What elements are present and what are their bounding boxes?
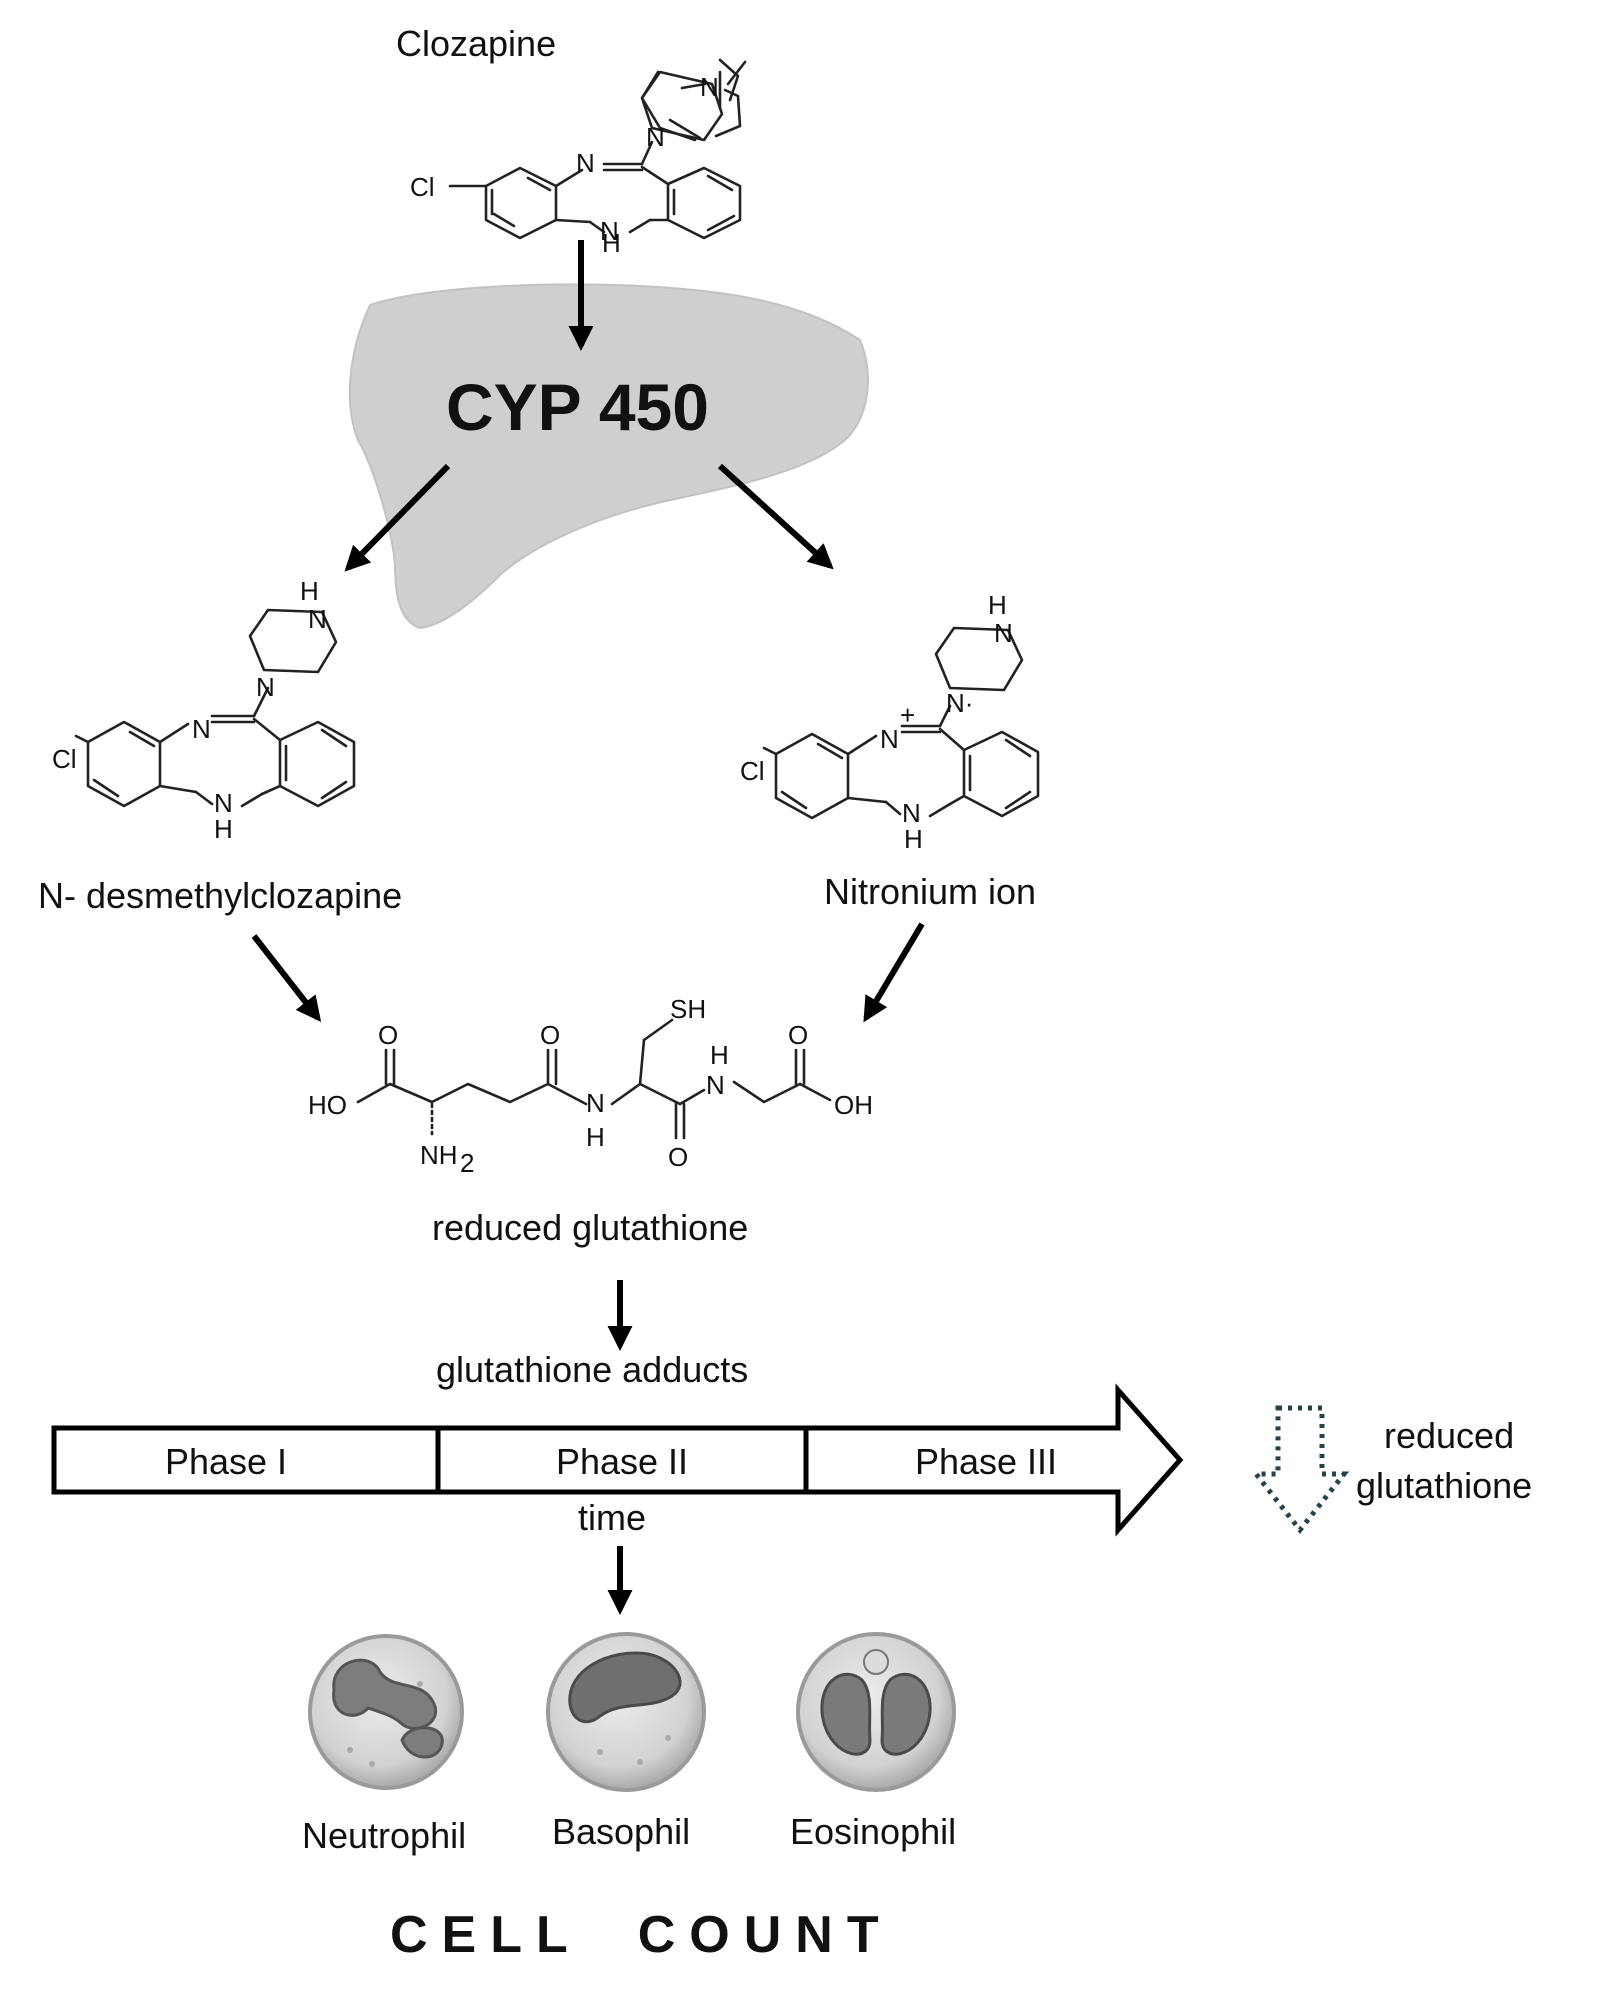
phase-2-label: Phase II xyxy=(556,1441,688,1482)
side-note-line2: glutathione xyxy=(1356,1465,1532,1506)
desmethyl-nh-n: N xyxy=(214,788,233,818)
gsh-o1: O xyxy=(378,1020,398,1050)
clozapine-n-pip: N xyxy=(646,122,665,152)
arrow-nitronium-to-glutathione xyxy=(863,922,925,1023)
gsh-amide1-n: N xyxy=(586,1088,605,1118)
clozapine-n-methyl: N xyxy=(700,72,719,102)
gsh-sh: SH xyxy=(670,994,706,1024)
desmethyl-n-pip: N xyxy=(256,672,275,702)
basophil-cell-icon xyxy=(546,1632,706,1792)
cyp450-label: CYP 450 xyxy=(446,370,709,444)
gsh-o3: O xyxy=(668,1142,688,1172)
clozapine-nh-h: H xyxy=(602,228,621,258)
gsh-o2: O xyxy=(540,1020,560,1050)
time-label: time xyxy=(578,1497,646,1538)
gsh-o4: O xyxy=(788,1020,808,1050)
nitronium-cl: Cl xyxy=(740,756,765,786)
nitronium-nh-n: N xyxy=(902,798,921,828)
desmethyl-structure: Cl N N N H N H xyxy=(52,576,356,844)
nitronium-n-pip: N· xyxy=(946,688,973,718)
clozapine-label: Clozapine xyxy=(396,23,556,64)
adducts-label: glutathione adducts xyxy=(436,1349,748,1390)
desmethyl-cl: Cl xyxy=(52,744,77,774)
arrow-cyp-to-nitronium xyxy=(717,463,834,570)
phase-1-label: Phase I xyxy=(165,1441,287,1482)
desmethyl-n-imine: N xyxy=(192,714,211,744)
nitronium-label: Nitronium ion xyxy=(824,871,1036,912)
timeline-arrow: Phase I Phase II Phase III xyxy=(51,1383,1184,1537)
desmethyl-nh-top-h: H xyxy=(300,576,319,606)
dotted-down-arrow-icon xyxy=(1250,1405,1350,1535)
arrow-cyp-to-desmethyl xyxy=(344,463,451,572)
desmethyl-label: N- desmethylclozapine xyxy=(38,875,402,916)
cell-count-title: CELL COUNT xyxy=(390,1906,893,1964)
clozapine-nh-n: N xyxy=(600,216,619,246)
basophil-label: Basophil xyxy=(552,1811,690,1852)
eosinophil-label: Eosinophil xyxy=(790,1811,956,1852)
desmethyl-nh-h: H xyxy=(214,814,233,844)
arrow-desmethyl-to-glutathione xyxy=(251,934,322,1022)
gsh-amide1-h: H xyxy=(586,1122,605,1152)
gsh-ho: HO xyxy=(308,1090,347,1120)
nitronium-n-imine: N xyxy=(880,724,899,754)
clozapine-cl: Cl xyxy=(410,172,435,202)
nitronium-nh-top-h: H xyxy=(988,590,1007,620)
gsh-oh: OH xyxy=(834,1090,873,1120)
nitronium-nh-top-n: N xyxy=(994,618,1013,648)
gsh-nh2: NH xyxy=(420,1140,458,1170)
liver-shape xyxy=(348,283,869,630)
glutathione-structure: HO O O O O OH SH NH 2 N H N H xyxy=(308,994,873,1178)
nitronium-nh-h: H xyxy=(904,824,923,854)
phase-3-label: Phase III xyxy=(915,1441,1057,1482)
nitronium-charge: + xyxy=(900,700,915,730)
side-note-line1: reduced xyxy=(1384,1415,1514,1456)
neutrophil-label: Neutrophil xyxy=(302,1815,466,1856)
gsh-amide2-n: N xyxy=(706,1070,725,1100)
neutrophil-cell-icon xyxy=(308,1634,464,1790)
gsh-nh2-sub: 2 xyxy=(460,1148,474,1178)
nitronium-structure: Cl N + N· N H N H xyxy=(740,590,1040,854)
desmethyl-nh-top-n: N xyxy=(308,604,327,634)
clozapine-structure: Clozapine Cl N xyxy=(396,23,747,258)
gsh-amide2-h: H xyxy=(710,1040,729,1070)
eosinophil-cell-icon xyxy=(796,1632,956,1792)
clozapine-n-imine: N xyxy=(576,148,595,178)
glutathione-label: reduced glutathione xyxy=(432,1207,748,1248)
